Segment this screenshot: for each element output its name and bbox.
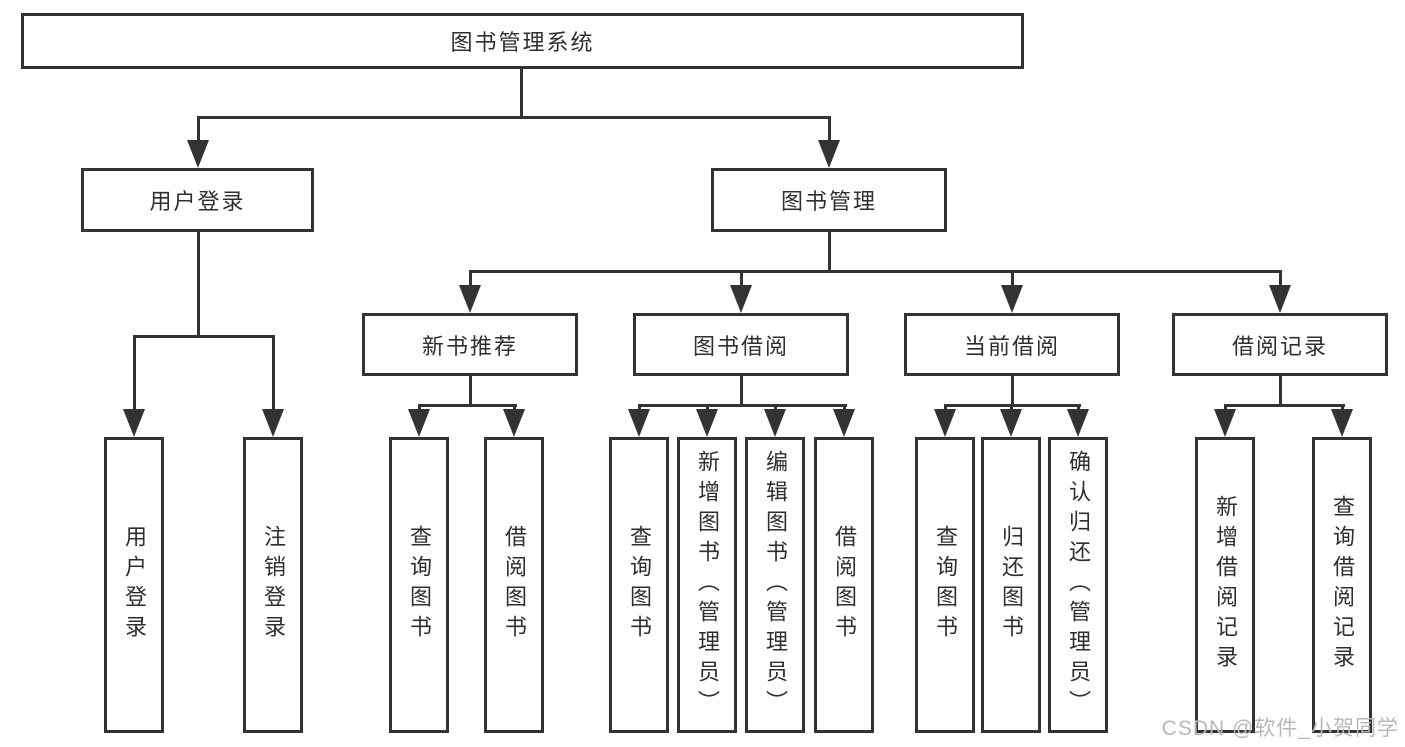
leaf-borrow-books-recommend-label: 借阅图书 bbox=[502, 525, 527, 645]
arrow-down-icon bbox=[1067, 409, 1089, 437]
connector-vline bbox=[828, 232, 831, 271]
connector-hline bbox=[418, 404, 517, 407]
connector-vline bbox=[197, 232, 200, 336]
leaf-query-books-borrow: 查询图书 bbox=[609, 437, 669, 733]
node-book-borrow: 图书借阅 bbox=[633, 313, 849, 376]
connector-vline bbox=[1011, 376, 1014, 406]
connector-vline bbox=[133, 335, 136, 415]
arrow-down-icon bbox=[934, 409, 956, 437]
arrow-down-icon bbox=[123, 409, 145, 437]
node-new-book-recommend-label: 新书推荐 bbox=[421, 333, 518, 359]
leaf-logout-label: 注销登录 bbox=[261, 525, 286, 645]
arrow-down-icon bbox=[1001, 285, 1023, 313]
node-user-login: 用户登录 bbox=[81, 168, 314, 232]
node-book-management-label: 图书管理 bbox=[780, 189, 877, 214]
connector-vline bbox=[520, 69, 523, 117]
node-book-borrow-label: 图书借阅 bbox=[692, 333, 789, 359]
node-current-borrow-label: 当前借阅 bbox=[963, 333, 1060, 359]
arrow-down-icon bbox=[503, 409, 525, 437]
node-user-login-label: 用户登录 bbox=[149, 189, 246, 214]
arrow-down-icon bbox=[262, 409, 284, 437]
node-borrow-records: 借阅记录 bbox=[1172, 313, 1388, 376]
leaf-borrow-books-borrow: 借阅图书 bbox=[814, 437, 874, 733]
leaf-logout: 注销登录 bbox=[243, 437, 303, 733]
arrow-down-icon bbox=[730, 285, 752, 313]
arrow-down-icon bbox=[818, 140, 840, 168]
connector-hline bbox=[1224, 404, 1345, 407]
leaf-add-books-admin: 新增图书（管理员） bbox=[677, 437, 737, 733]
arrow-down-icon bbox=[1269, 285, 1291, 313]
connector-vline bbox=[740, 376, 743, 406]
leaf-add-books-admin-label: 新增图书（管理员） bbox=[695, 450, 720, 720]
arrow-down-icon bbox=[628, 409, 650, 437]
leaf-query-books-recommend-label: 查询图书 bbox=[407, 525, 432, 645]
arrow-down-icon bbox=[696, 409, 718, 437]
leaf-query-books-current: 查询图书 bbox=[915, 437, 975, 733]
connector-vline bbox=[1279, 271, 1282, 291]
leaf-return-books-label: 归还图书 bbox=[999, 525, 1024, 645]
leaf-add-borrow-record: 新增借阅记录 bbox=[1195, 437, 1255, 733]
leaf-query-books-borrow-label: 查询图书 bbox=[627, 525, 652, 645]
connector-vline bbox=[1279, 376, 1282, 406]
arrow-down-icon bbox=[833, 409, 855, 437]
leaf-borrow-books-recommend: 借阅图书 bbox=[484, 437, 544, 733]
arrow-down-icon bbox=[1331, 409, 1353, 437]
connector-vline bbox=[740, 271, 743, 291]
arrow-down-icon bbox=[764, 409, 786, 437]
connector-vline bbox=[1011, 271, 1014, 291]
leaf-user-login-label: 用户登录 bbox=[122, 525, 147, 645]
arrow-down-icon bbox=[1000, 409, 1022, 437]
connector-hline bbox=[469, 270, 1282, 273]
connector-hline bbox=[638, 404, 847, 407]
connector-vline bbox=[272, 335, 275, 415]
leaf-confirm-return-admin-label: 确认归还（管理员） bbox=[1066, 450, 1091, 720]
leaf-edit-books-admin-label: 编辑图书（管理员） bbox=[763, 450, 788, 720]
leaf-edit-books-admin: 编辑图书（管理员） bbox=[745, 437, 805, 733]
arrow-down-icon bbox=[459, 285, 481, 313]
leaf-query-books-current-label: 查询图书 bbox=[933, 525, 958, 645]
leaf-query-borrow-record: 查询借阅记录 bbox=[1312, 437, 1372, 733]
connector-hline bbox=[944, 404, 1081, 407]
leaf-user-login: 用户登录 bbox=[104, 437, 164, 733]
watermark: CSDN @软件_小贺同学 bbox=[1161, 717, 1399, 740]
arrow-down-icon bbox=[408, 409, 430, 437]
node-book-management: 图书管理 bbox=[711, 168, 947, 232]
leaf-borrow-books-borrow-label: 借阅图书 bbox=[832, 525, 857, 645]
node-borrow-records-label: 借阅记录 bbox=[1231, 333, 1328, 359]
connector-vline bbox=[469, 376, 472, 406]
node-current-borrow: 当前借阅 bbox=[904, 313, 1120, 376]
connector-vline bbox=[469, 271, 472, 291]
leaf-query-borrow-record-label: 查询借阅记录 bbox=[1330, 495, 1355, 675]
connector-hline bbox=[133, 335, 275, 338]
arrow-down-icon bbox=[1214, 409, 1236, 437]
node-root: 图书管理系统 bbox=[21, 13, 1024, 69]
connector-vline bbox=[828, 117, 831, 143]
leaf-return-books: 归还图书 bbox=[981, 437, 1041, 733]
leaf-query-books-recommend: 查询图书 bbox=[389, 437, 449, 733]
connector-hline bbox=[197, 116, 831, 119]
leaf-confirm-return-admin: 确认归还（管理员） bbox=[1048, 437, 1108, 733]
node-root-label: 图书管理系统 bbox=[450, 30, 595, 55]
arrow-down-icon bbox=[187, 140, 209, 168]
connector-vline bbox=[197, 117, 200, 143]
node-new-book-recommend: 新书推荐 bbox=[362, 313, 578, 376]
leaf-add-borrow-record-label: 新增借阅记录 bbox=[1213, 495, 1238, 675]
